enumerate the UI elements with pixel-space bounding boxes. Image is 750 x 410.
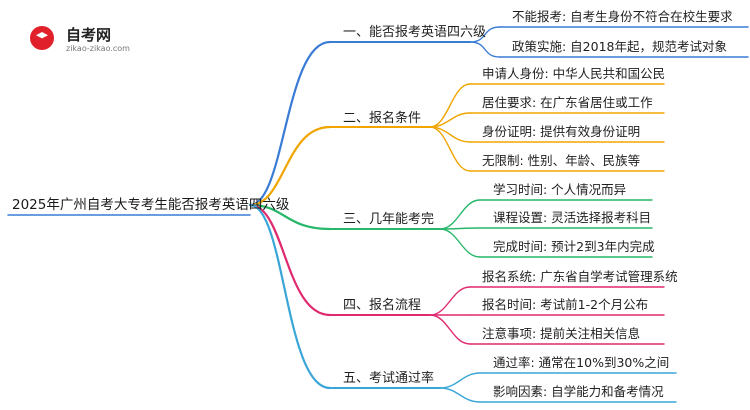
- branch-5-leaf-2: 影响因素: 自学能力和备考情况: [493, 384, 664, 399]
- branch-3-leaf-3: 完成时间: 预计2到3年内完成: [493, 239, 655, 254]
- branch-3-leaf-1: 学习时间: 个人情况而异: [493, 182, 627, 197]
- logo-url: zikao-zikao.com: [66, 44, 130, 53]
- logo-title: 自考网: [66, 26, 112, 44]
- site-logo: 自考网 zikao-zikao.com: [8, 14, 148, 54]
- branch-4-leaf-1-curve: [429, 286, 471, 316]
- branch-4-label: 四、报名流程: [343, 298, 422, 313]
- branch-4-leaf-2: 报名时间: 考试前1-2个月公布: [482, 297, 649, 312]
- branch-1-leaf-1: 不能报考: 自考生身份不符合在校生要求: [512, 9, 733, 24]
- root-topic: 2025年广州自考大专考生能否报考英语四六级: [12, 197, 290, 213]
- branch-1-leaf-2-curve: [469, 41, 501, 58]
- branch-3-leaf-3-curve: [439, 228, 481, 258]
- branch-4-curve: [248, 203, 332, 317]
- branch-2-leaf-1-curve: [429, 83, 471, 128]
- branch-2-leaf-2: 居住要求: 在广东省居住或工作: [482, 95, 653, 110]
- branch-2-leaf-3: 身份证明: 提供有效身份证明: [482, 124, 641, 139]
- branch-2-leaf-1: 申请人身份: 中华人民共和国公民: [482, 66, 666, 81]
- branch-5-curve: [248, 203, 332, 390]
- branch-5-leaf-1: 通过率: 通常在10%到30%之间: [493, 355, 670, 370]
- branch-4-leaf-3-curve: [429, 314, 471, 345]
- branch-1-leaf-2: 政策实施: 自2018年起，规范考试对象: [512, 39, 727, 54]
- branch-4-leaf-3: 注意事项: 提前关注相关信息: [482, 326, 641, 341]
- branch-2-leaf-4: 无限制: 性别、年龄、民族等: [482, 153, 641, 168]
- branch-5-leaf-2-curve: [439, 387, 481, 403]
- branch-3-leaf-1-curve: [439, 199, 481, 230]
- branch-5-label: 五、考试通过率: [343, 371, 435, 386]
- branch-2-leaf-4-curve: [429, 126, 471, 172]
- branch-2-label: 二、报名条件: [343, 111, 422, 126]
- branch-3-label: 三、几年能考完: [343, 212, 435, 227]
- branch-4-leaf-1: 报名系统: 广东省自学考试管理系统: [482, 269, 678, 284]
- branch-2-curve: [248, 125, 332, 207]
- branch-5-leaf-1-curve: [439, 372, 481, 389]
- branch-1-label: 一、能否报考英语四六级: [343, 25, 487, 40]
- branch-1-curve: [248, 40, 332, 207]
- branch-3-curve: [248, 203, 332, 231]
- branch-3-leaf-2: 课程设置: 灵活选择报考科目: [493, 210, 652, 225]
